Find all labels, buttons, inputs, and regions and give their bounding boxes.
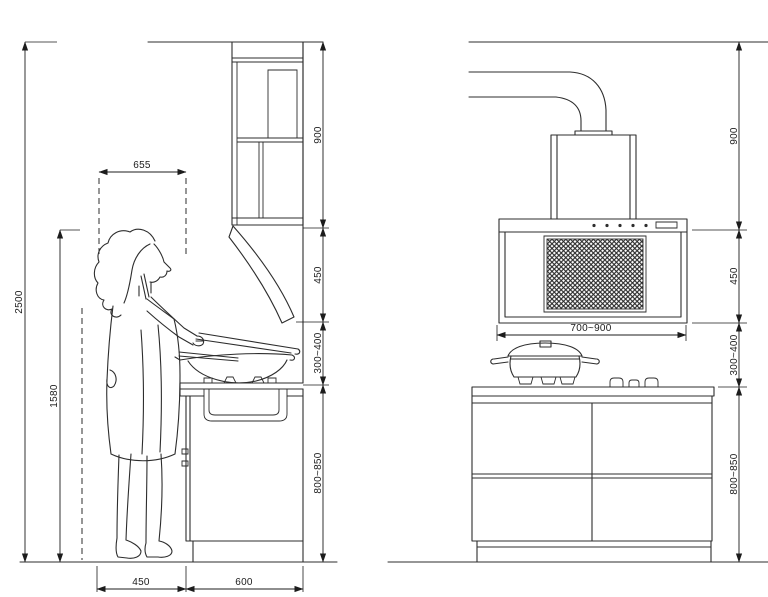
dimension-stack-front: 900 450 300~400 800~850: [692, 41, 747, 563]
dim-label-counter-height-side: 800~850: [313, 452, 324, 493]
dim-label-total-height: 2500: [14, 290, 25, 314]
hood-display: [655, 221, 678, 229]
front-view-drawing: 700~900 900 450 300~400 800~850: [387, 41, 768, 563]
dim-label-person-height: 1580: [49, 384, 60, 408]
dim-label-upper-zone-height: 900: [729, 127, 740, 145]
range-hood-side: [228, 225, 295, 324]
exhaust-duct: [468, 71, 613, 136]
figure-apron-straps: [140, 273, 150, 300]
dimension-stack-side: 900 450 300~400 800~850: [296, 41, 329, 563]
dimension-person-height: 1580: [49, 229, 83, 563]
dim-label-hood-width-front: 700~900: [570, 323, 611, 334]
pot-handles: [490, 356, 600, 365]
wok-handle: [178, 351, 239, 362]
dimension-hood-width-side: 655: [98, 160, 187, 258]
dim-label-base-depth: 600: [235, 577, 253, 588]
dim-label-standing-depth: 450: [132, 577, 150, 588]
hood-control-buttons: [592, 223, 648, 228]
pot-base: [517, 376, 576, 385]
wall-cabinet-side: [231, 41, 304, 226]
cook-figure: [93, 228, 205, 559]
figure-face: [138, 243, 172, 297]
figure-legs-feet: [115, 453, 173, 559]
hood-chimney: [550, 134, 637, 220]
dimension-hood-width-front: 700~900: [496, 323, 687, 341]
duct-collar: [574, 130, 613, 136]
dim-label-upper-cabinet-height: 900: [313, 126, 324, 144]
dim-label-hood-height-side: 450: [313, 266, 324, 284]
dim-label-hood-height-front: 450: [729, 267, 740, 285]
dim-label-hood-width-side: 655: [133, 160, 151, 171]
dimension-total-height: 2500: [14, 41, 57, 563]
range-hood-front: [498, 218, 688, 324]
dim-label-hood-clearance-side: 300~400: [313, 332, 324, 373]
figure-hair: [93, 228, 156, 318]
filter-frame: [543, 235, 647, 313]
figure-hairline: [123, 243, 151, 304]
side-view-drawing: 2500 1580 655 900 450 300~400 800~850: [14, 41, 338, 593]
spatula: [195, 332, 301, 355]
dim-label-hood-clearance-front: 300~400: [729, 334, 740, 375]
filter-mesh: [546, 238, 644, 310]
figure-arm-hand: [146, 296, 205, 347]
counter-side: [179, 376, 304, 422]
burner-grate-side: [203, 376, 277, 384]
plinth: [476, 540, 712, 563]
wok: [174, 332, 301, 384]
burner-grate-front: [609, 377, 659, 387]
cooking-pot: [490, 340, 600, 385]
base-cabinet-side: [181, 388, 304, 563]
base-cabinet-front: [471, 386, 715, 563]
figure-apron: [106, 298, 181, 462]
dimension-depths: 450 600: [96, 566, 304, 593]
drawer-handles: [181, 448, 189, 467]
dim-label-counter-height-front: 800~850: [729, 453, 740, 494]
hob-recess: [203, 389, 288, 422]
countertop-front: [471, 386, 715, 397]
